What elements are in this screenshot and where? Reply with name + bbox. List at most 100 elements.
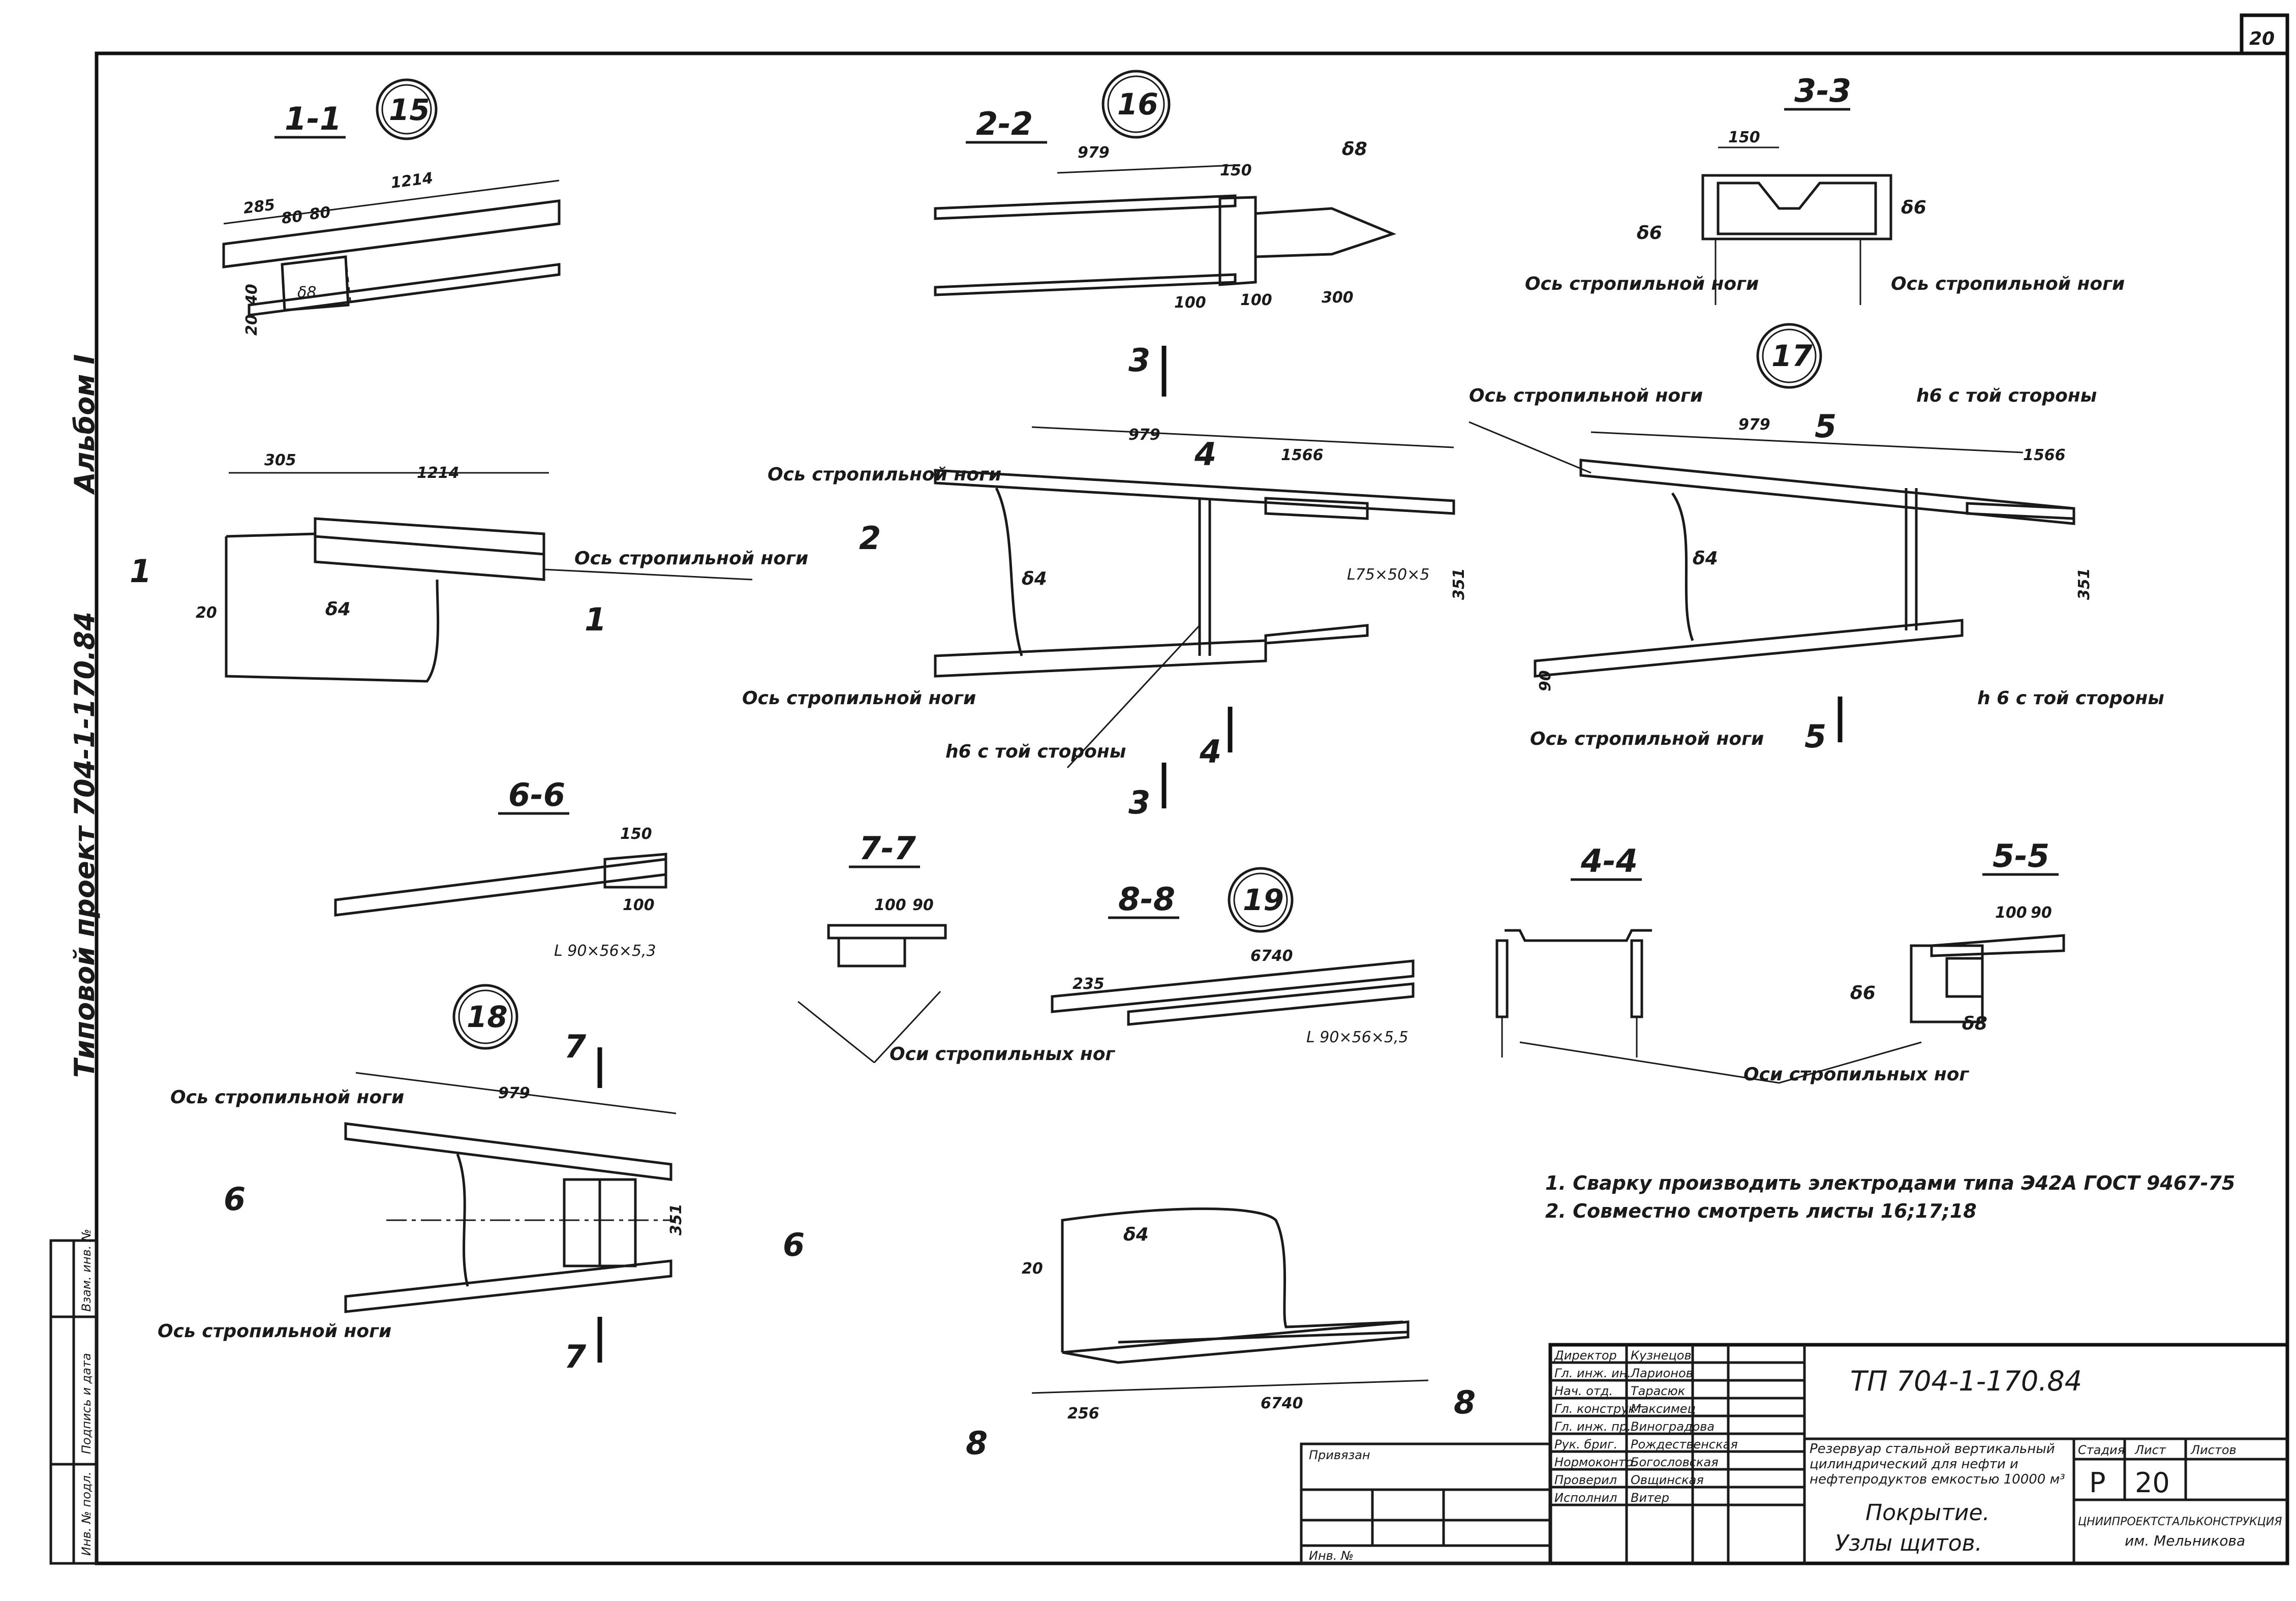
side-col-2: Подпись и дата (79, 1353, 94, 1454)
side-inscription: Типовой проект 704-1-170.84 (69, 612, 101, 1078)
note-1: 1. Сварку производить электродами типа Э… (1545, 1172, 2235, 1194)
b8-label-2: δ8 (1342, 139, 1367, 160)
dim-80-b: 80 (309, 203, 332, 224)
section-2-2: 2-2 16 979 150 100 100 300 δ8 (934, 70, 1397, 312)
dim-305: 305 (264, 451, 296, 469)
detail-rafter-end: 305 1214 Ось стропильной ноги δ4 1 1 20 (130, 451, 808, 683)
stage-header: Стадия (2078, 1443, 2125, 1457)
angle-6-6: L 90×56×5,3 (554, 942, 656, 960)
axis-rafter-33-a: Ось стропильной ноги (1525, 274, 1759, 294)
staff-name-2: Ларионов (1630, 1366, 1693, 1380)
staff-name-3: Тарасюк (1631, 1384, 1686, 1398)
dim-1214-b: 1214 (417, 464, 460, 482)
dim-285: 285 (242, 196, 276, 218)
detail-node-18: 18 7 979 Ось стропильной ноги 6 6 351 Ос… (158, 984, 805, 1375)
arrow-7-bottom: 7 (564, 1338, 587, 1375)
org-name-2: им. Мельникова (2125, 1532, 2245, 1549)
album-inscription: Альбом I (69, 354, 101, 495)
notes: 1. Сварку производить электродами типа Э… (1545, 1172, 2235, 1222)
arrow-1-right: 1 (585, 601, 606, 638)
arrow-3-top: 3 (1128, 342, 1150, 379)
org-name-1: ЦНИИПРОЕКТСТАЛЬКОНСТРУКЦИЯ (2078, 1516, 2282, 1528)
title-code: ТП 704-1-170.84 (1850, 1365, 2082, 1397)
weld-other-side-r2: h 6 с той стороны (1977, 688, 2164, 709)
dim-90-a: 90 (1537, 670, 1554, 691)
axis-rafter-18a: Ось стропильной ноги (170, 1087, 404, 1108)
section-3-3: 3-3 150 δ6 δ6 Ось стропильной ноги Ось с… (1525, 72, 2125, 305)
staff-name-9: Витер (1631, 1491, 1669, 1505)
staff-role-2: Гл. инж. ин. (1554, 1366, 1631, 1380)
sheets-header: Листов (2190, 1443, 2237, 1457)
arrow-4-top: 4 (1194, 436, 1216, 473)
node-19-label: 19 (1243, 883, 1284, 917)
b6-label-3: δ6 (1850, 983, 1876, 1004)
dim-100-e: 100 (1995, 904, 2027, 922)
staff-name-8: Овщинская (1631, 1473, 1704, 1487)
sheet-number-corner: 20 (2249, 28, 2275, 49)
note-2: 2. Совместно смотреть листы 16;17;18 (1545, 1200, 1977, 1222)
section-6-6: 6-6 150 100 L 90×56×5,3 (334, 776, 667, 960)
arrow-1-left: 1 (130, 553, 151, 590)
node-15-label: 15 (389, 93, 430, 127)
b8-label-3: δ8 (1962, 1013, 1987, 1034)
dim-150-b: 150 (1728, 129, 1760, 146)
section-4-4: 4-4 Оси стропильных ног (1495, 842, 1969, 1085)
detail-node-16: 3 979 1566 4 δ4 Ось стропильной ноги Ось… (742, 342, 1468, 821)
side-col-1: Взам. инв. № (79, 1229, 94, 1312)
arrow-2: 2 (859, 520, 881, 557)
section-8-8-title: 8-8 (1118, 881, 1175, 918)
staff-name-6: Рождественская (1631, 1437, 1738, 1452)
b6-label-1: δ6 (1637, 223, 1662, 244)
dim-351-a: 351 (1450, 568, 1468, 600)
angle-75-label: L75×50×5 (1347, 566, 1429, 584)
privyazan-label: Привязан (1309, 1448, 1370, 1462)
angle-8-8: L 90×56×5,5 (1306, 1029, 1409, 1046)
sheet-header: Лист (2134, 1443, 2166, 1457)
object-description: Резервуар стальной вертикальный цилиндри… (1810, 1441, 2065, 1487)
dim-1566-a: 1566 (1281, 446, 1324, 464)
arrow-6-left: 6 (224, 1181, 246, 1218)
arrow-3-bottom: 3 (1128, 784, 1150, 821)
axis-rafter-c2: Ось стропильной ноги (742, 688, 976, 709)
staff-name-7: Богословская (1631, 1455, 1719, 1469)
axis-rafter-18b: Ось стропильной ноги (158, 1321, 391, 1342)
weld-other-side-r1: h6 с той стороны (1916, 385, 2097, 406)
dim-90-c: 90 (2031, 904, 2052, 922)
dim-979-a: 979 (1078, 144, 1110, 162)
sheet-frame: 20 (95, 13, 2289, 1565)
arrow-8-left: 8 (966, 1425, 988, 1462)
staff-role-7: Нормоконтр. (1554, 1455, 1637, 1469)
section-2-2-title: 2-2 (976, 105, 1033, 142)
dim-100-c: 100 (623, 896, 655, 914)
axis-rafter-d1: Ось стропильной ноги (574, 548, 808, 569)
dim-100-a: 100 (1174, 294, 1206, 312)
dim-300: 300 (1322, 289, 1354, 307)
side-col-3: Инв. № подл. (79, 1471, 94, 1556)
dim-6740-b: 6740 (1261, 1395, 1303, 1412)
b4-label-4: δ4 (1123, 1224, 1149, 1245)
dim-351-b: 351 (2075, 568, 2093, 600)
dim-1566-b: 1566 (2023, 446, 2066, 464)
dim-90-b: 90 (912, 896, 934, 914)
section-6-6-title: 6-6 (508, 776, 565, 813)
dim-979-b: 979 (1128, 426, 1160, 444)
section-3-3-title: 3-3 (1794, 72, 1851, 109)
left-stamp: Взам. инв. № Подпись и дата Инв. № подл. (49, 1229, 98, 1565)
staff-role-1: Директор (1554, 1348, 1617, 1363)
weld-other-side-c: h6 с той стороны (945, 741, 1126, 762)
dim-150-c: 150 (620, 825, 652, 843)
section-1-1: 1-1 15 1214 285 80 80 40 20 δ8 (222, 78, 561, 336)
dim-20-a: 20 (243, 314, 261, 336)
arrow-6-right: 6 (783, 1226, 805, 1263)
detail-node-17: 17 Ось стропильной ноги h6 с той стороны… (1468, 323, 2164, 755)
staff-name-1: Кузнецов (1631, 1348, 1692, 1363)
staff-role-9: Исполнил (1554, 1491, 1617, 1505)
b4-label-1: δ4 (325, 599, 351, 620)
axis-rafter-r2: Ось стропильной ноги (1530, 729, 1764, 749)
node-16-label: 16 (1117, 87, 1158, 122)
staff-role-5: Гл. инж. пр. (1554, 1419, 1631, 1434)
arrow-5-bottom: 5 (1804, 718, 1826, 755)
b4-label-2: δ4 (1022, 568, 1047, 589)
axes-rafters-78: Оси стропильных ног (890, 1044, 1115, 1065)
